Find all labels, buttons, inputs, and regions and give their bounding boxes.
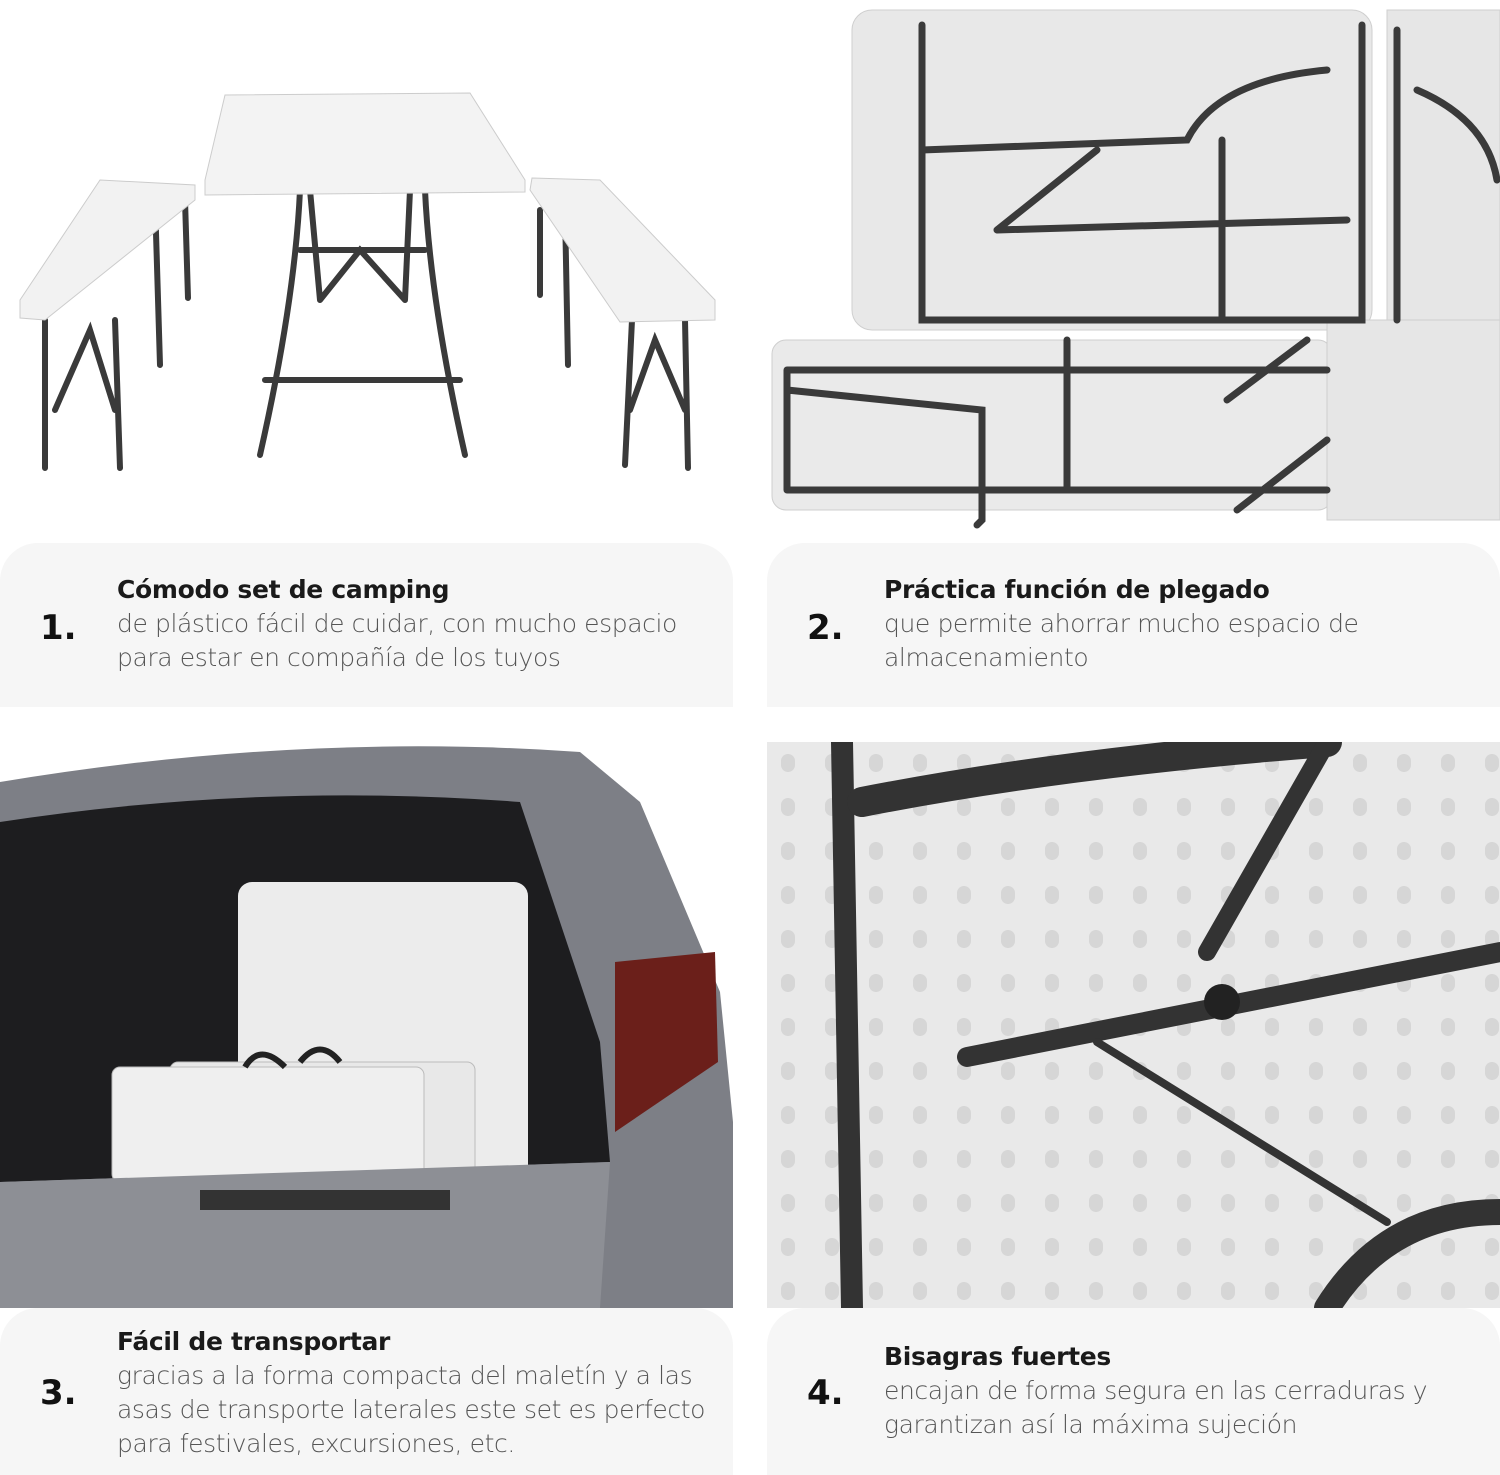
- feature-title: Práctica función de plegado: [884, 575, 1270, 604]
- feature-number: 1.: [40, 608, 77, 648]
- feature-line: para estar en compañía de los tuyos: [117, 643, 561, 672]
- feature-number: 2.: [807, 608, 844, 648]
- feature-number: 4.: [807, 1373, 844, 1413]
- feature-number: 3.: [40, 1373, 77, 1413]
- photo-hinge-closeup: [767, 742, 1500, 1308]
- feature-line: almacenamiento: [884, 643, 1089, 672]
- photo-folding-underside: [767, 0, 1500, 540]
- feature-line: gracias a la forma compacta del maletín …: [117, 1361, 693, 1390]
- feature-line: de plástico fácil de cuidar, con mucho e…: [117, 609, 677, 638]
- feature-line: que permite ahorrar mucho espacio de: [884, 609, 1359, 638]
- feature-line: encajan de forma segura en las cerradura…: [884, 1376, 1428, 1405]
- feature-line: para festivales, excursiones, etc.: [117, 1429, 515, 1458]
- feature-title: Cómodo set de camping: [117, 575, 450, 604]
- feature-card-2: 2. Práctica función de plegado que permi…: [767, 543, 1500, 707]
- photo-table-bench-set: [0, 0, 733, 540]
- feature-line: asas de transporte laterales este set es…: [117, 1395, 706, 1424]
- feature-card-3: 3. Fácil de transportar gracias a la for…: [0, 1308, 733, 1475]
- feature-card-4: 4. Bisagras fuertes encajan de forma seg…: [767, 1308, 1500, 1475]
- photo-car-trunk: [0, 742, 733, 1308]
- feature-title: Fácil de transportar: [117, 1327, 391, 1356]
- feature-title: Bisagras fuertes: [884, 1342, 1111, 1371]
- feature-line: garantizan así la máxima sujeción: [884, 1410, 1298, 1439]
- feature-card-1: 1. Cómodo set de camping de plástico fác…: [0, 543, 733, 707]
